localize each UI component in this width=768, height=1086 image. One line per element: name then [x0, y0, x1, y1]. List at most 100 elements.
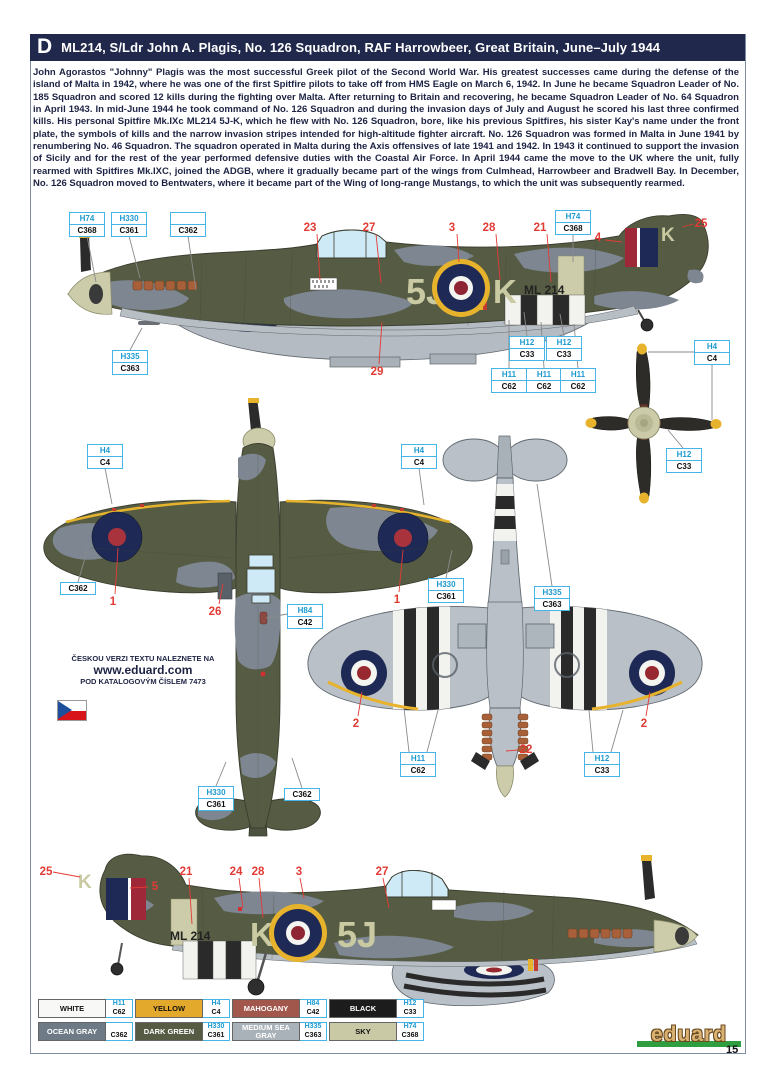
gunze-c-code: C361 [436, 592, 456, 601]
callout-number: 3 [295, 866, 303, 878]
callout-number: 25 [39, 866, 53, 878]
gunze-c-code: C363 [542, 600, 562, 609]
eduard-website: www.eduard.com [93, 663, 193, 677]
fin-flash [625, 228, 658, 267]
gunze-c-code: C62 [410, 766, 426, 775]
gunze-h-code: H4 [211, 1000, 221, 1007]
wing-invasion-stripes-right [550, 606, 607, 710]
canopy [385, 870, 449, 898]
color-swatch: MAHOGANY [232, 999, 300, 1018]
fuselage-invasion-stripes [488, 484, 522, 541]
gunze-h-code: H11 [561, 369, 595, 381]
color-swatch: DARK GREEN [135, 1022, 203, 1041]
gunze-c-code: C62 [536, 382, 552, 391]
gunze-h-code: H4 [402, 445, 436, 457]
propeller-illustration [585, 343, 722, 504]
gunze-c-code: C362 [68, 584, 88, 593]
gunze-h-code: H11 [401, 753, 435, 765]
dark-access-panel [217, 572, 233, 600]
gunze-c-code: C33 [519, 350, 535, 359]
propeller-blades [589, 347, 717, 500]
color-swatch: OCEAN GRAY [38, 1022, 106, 1041]
gunze-h-code: H74 [403, 1023, 417, 1030]
gunze-c-code: C361 [206, 800, 226, 809]
mahogany-detail [259, 611, 268, 625]
gunze-c-code: C33 [594, 766, 610, 775]
gunze-c-code: C62 [570, 382, 586, 391]
gunze-h-code: H330 [112, 213, 146, 225]
bottom-view-illustration [307, 435, 703, 798]
side-profile-starboard-illustration: 5J K ML 214 K [67, 214, 709, 368]
fin-flash [106, 878, 146, 920]
gunze-h-code: H335 [304, 1023, 322, 1030]
gunze-h-code: H84 [288, 605, 322, 617]
gunze-h-code: H11 [112, 1000, 126, 1007]
gunze-c-code: C362 [292, 790, 312, 799]
legend-item: OCEAN GRAY C362 [38, 1022, 133, 1041]
fin-letter: K [661, 225, 675, 246]
callout-number: 29 [370, 366, 384, 378]
callout-number: 25 [694, 218, 708, 230]
spinner-bottom [496, 765, 514, 798]
gunze-h-code: H11 [527, 369, 561, 381]
page-number: 15 [726, 1044, 739, 1056]
upper-wing-roundel-left [91, 511, 143, 563]
gunze-c-code: C33 [403, 1008, 417, 1016]
callout-number: 21 [533, 222, 547, 234]
gunze-c-code: C4 [99, 458, 111, 467]
spinner-hub [627, 406, 661, 440]
callout-number: 1 [109, 596, 117, 608]
gunze-h-code: H330 [199, 787, 233, 799]
paint-callout: C362 [284, 788, 320, 801]
gunze-h-code: H11 [492, 369, 526, 381]
callout-number: 28 [251, 866, 265, 878]
gunze-h-code [171, 213, 205, 225]
canopy [316, 229, 387, 259]
callout-number: 24 [229, 866, 243, 878]
gunze-c-code: C362 [110, 1031, 128, 1039]
gunze-c-code: C361 [119, 226, 139, 235]
czech-note-line1: ČESKOU VERZI TEXTU NALEZNETE NA [71, 654, 215, 663]
gunze-c-code: C33 [676, 462, 692, 471]
underside-band [119, 305, 639, 337]
callout-number: 21 [179, 866, 193, 878]
fin-letter: K [78, 872, 92, 893]
exhausts-bottom [481, 713, 529, 761]
czech-note: ČESKOU VERZI TEXTU NALEZNETE NA www.edua… [48, 654, 238, 686]
gunze-c-code: C363 [120, 364, 140, 373]
right-wing-bottom [519, 606, 703, 711]
color-swatch: WHITE [38, 999, 106, 1018]
invasion-stripes [182, 940, 257, 980]
blade-tips-yellow [585, 343, 722, 504]
kill-markings [431, 899, 457, 911]
gunze-h-code: H12 [585, 753, 619, 765]
gunze-c-code: C362 [178, 226, 198, 235]
aircraft-letter: K [493, 273, 517, 310]
color-swatch: MEDIUM SEA GRAY [232, 1022, 300, 1041]
callout-number: 5 [151, 881, 159, 893]
gunze-h-code: H335 [535, 587, 569, 599]
exhaust-stacks [567, 928, 633, 939]
eduard-logo: eduard [634, 1024, 744, 1047]
side-profile-port-illustration: K ML 214 K 5J [78, 853, 699, 1007]
callout-number: 22 [519, 744, 533, 756]
gunze-h-code: H12 [510, 337, 544, 349]
wing-invasion-stripes-left [393, 606, 450, 710]
callout-number: 2 [640, 718, 648, 730]
